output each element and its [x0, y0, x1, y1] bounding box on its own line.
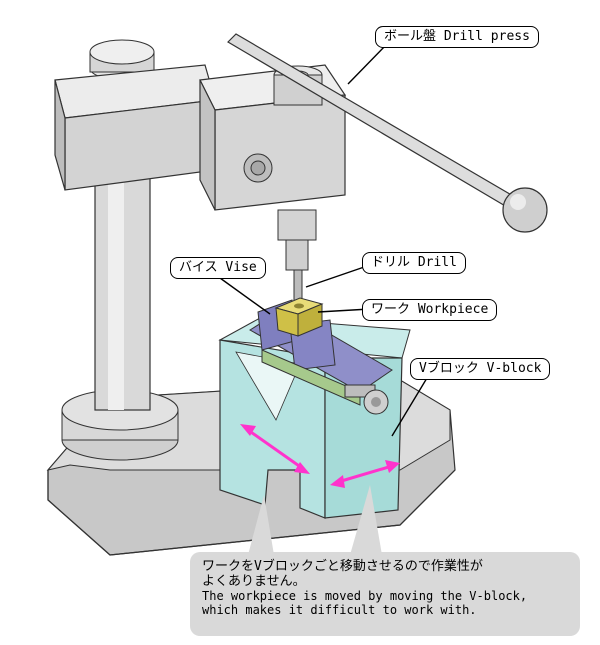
spindle	[277, 209, 317, 309]
movement-arrows	[240, 424, 400, 488]
drill-label: ドリル Drill	[362, 252, 466, 274]
workpiece-label: ワーク Workpiece	[362, 299, 498, 321]
vise-label: バイス Vise	[170, 257, 266, 279]
note-text-english: The workpiece is moved by moving the V-b…	[202, 589, 528, 617]
vblock-label: Vブロック V-block	[410, 358, 551, 380]
workpiece	[274, 297, 324, 337]
note-text-japanese: ワークをVブロックごと移動させるので作業性が よくありません。	[202, 559, 483, 589]
explanation-note: ワークをVブロックごと移動させるので作業性が よくありません。 The work…	[190, 552, 580, 636]
drill-press-label: ボール盤 Drill press	[375, 26, 539, 48]
note-pointers	[248, 485, 382, 555]
machine-column	[61, 39, 179, 461]
feed-handle	[227, 33, 548, 233]
machine-head	[54, 64, 347, 211]
leader-lines	[219, 42, 431, 437]
